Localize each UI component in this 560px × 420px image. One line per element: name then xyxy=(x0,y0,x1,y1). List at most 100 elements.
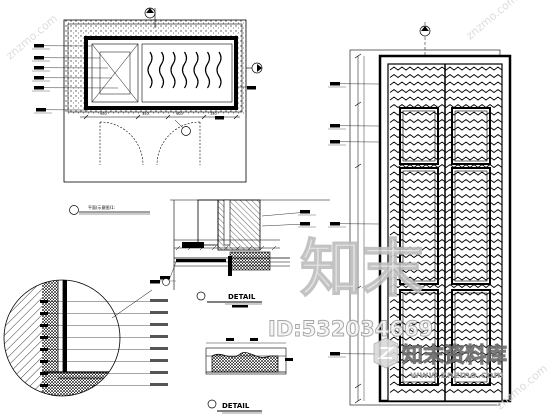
door-panel-inner-1 xyxy=(454,110,488,162)
plan-cabinet xyxy=(84,36,238,110)
grain-line-42 xyxy=(389,381,503,386)
elev-tick-4 xyxy=(354,383,362,389)
dim-1: 900 xyxy=(100,112,107,116)
grain-line-11 xyxy=(389,148,503,154)
watermark-diag-1: znzmo.com xyxy=(4,12,60,62)
wood-grain xyxy=(389,66,503,394)
door-panel-inner-3 xyxy=(454,170,488,282)
grain-line-2 xyxy=(389,81,503,86)
grain-line-35 xyxy=(389,328,503,334)
circ-label-3 xyxy=(150,335,168,338)
sec-tick-0 xyxy=(175,245,181,251)
grain-line-32 xyxy=(389,306,503,311)
sec-tag-2 xyxy=(160,276,170,280)
circle-detail xyxy=(3,278,170,397)
circle-callouts xyxy=(40,299,168,387)
sec-tag-1-leader xyxy=(261,223,311,227)
watermark-brand: 知末资料库 xyxy=(402,343,507,367)
grain-line-24 xyxy=(389,246,503,251)
door-swing-left xyxy=(99,121,144,166)
grain-line-40 xyxy=(389,366,503,371)
door-panel-1 xyxy=(451,107,491,165)
circ-label-7 xyxy=(150,383,168,386)
grain-line-8 xyxy=(389,126,503,131)
grain-line-23 xyxy=(389,238,503,244)
plan-caption-group: 平面(示意图)1: xyxy=(69,204,150,215)
dim-3: 900 xyxy=(176,112,183,116)
grain-line-25 xyxy=(389,253,503,259)
grain-line-39 xyxy=(389,358,503,364)
grain-line-34 xyxy=(389,321,503,326)
grain-line-37 xyxy=(389,343,503,349)
door-panel-2 xyxy=(399,167,439,285)
grain-line-38 xyxy=(389,351,503,356)
circ-marker-6 xyxy=(40,372,48,375)
grain-line-27 xyxy=(389,268,503,274)
grain-line-5 xyxy=(389,103,503,109)
elev-tag-2 xyxy=(330,140,340,144)
sec-tick-6 xyxy=(247,245,253,251)
section-detail: DETAIL xyxy=(158,199,330,308)
plan-hangers xyxy=(147,51,222,89)
sec-tag-0 xyxy=(300,210,310,214)
elev-tag-0 xyxy=(330,82,340,86)
door-elevation xyxy=(328,22,512,406)
grain-line-36 xyxy=(389,336,503,341)
dim-tick-2 xyxy=(165,114,171,120)
brand-logo xyxy=(373,337,399,369)
grain-line-33 xyxy=(389,313,503,319)
circ-marker-2 xyxy=(40,324,48,327)
grain-line-17 xyxy=(389,193,503,199)
plan-tag-5 xyxy=(36,108,46,112)
plan-caption: 平面(示意图)1: xyxy=(88,204,115,210)
plan-callouts xyxy=(32,44,119,114)
circ-marker-0 xyxy=(40,300,48,303)
grain-line-21 xyxy=(389,223,503,229)
grain-line-41 xyxy=(389,373,503,379)
dim-4: 350 xyxy=(210,112,217,116)
circ-marker-5 xyxy=(40,360,48,363)
door-panel-inner-0 xyxy=(402,110,436,162)
plan-tag-1 xyxy=(34,56,44,60)
elev-tick-1 xyxy=(354,101,362,107)
detail-circle xyxy=(3,279,121,397)
sec-tick-7 xyxy=(259,245,265,251)
small-detail: DETAIL xyxy=(205,338,293,414)
dim-2: 350 xyxy=(142,112,149,116)
elev-tick-2 xyxy=(354,163,362,169)
circ-label-5 xyxy=(150,359,168,362)
hanger-1 xyxy=(158,51,165,89)
dim-tick-4 xyxy=(233,114,239,120)
hanger-3 xyxy=(181,51,188,89)
hanger-2 xyxy=(170,51,176,89)
dim-tick-0 xyxy=(83,114,89,120)
circ-label-4 xyxy=(150,347,168,350)
detail-title-2: DETAIL xyxy=(222,402,250,410)
grain-line-19 xyxy=(389,208,503,214)
detail-title-1: DETAIL xyxy=(228,293,256,301)
grain-line-4 xyxy=(389,96,503,101)
circ-marker-3 xyxy=(40,336,48,339)
hanger-5 xyxy=(204,51,211,89)
grain-line-12 xyxy=(389,156,503,161)
grain-line-1 xyxy=(389,73,503,79)
sec-tag-2-leader xyxy=(169,261,177,278)
grain-line-22 xyxy=(389,231,503,236)
circ-marker-4 xyxy=(40,348,48,351)
sec-tick-5 xyxy=(235,245,241,251)
circ-marker-7 xyxy=(40,384,48,387)
dim-tick-1 xyxy=(135,114,141,120)
grain-line-7 xyxy=(389,118,503,124)
section-marker-bottom xyxy=(181,126,191,136)
door-panel-5 xyxy=(451,289,491,386)
dim-tick-3 xyxy=(201,114,207,120)
grain-line-0 xyxy=(389,66,503,71)
door-panel-0 xyxy=(399,107,439,165)
sec-tick-3 xyxy=(211,245,217,251)
watermark-id: ID:532034669 xyxy=(268,317,433,341)
circ-label-1 xyxy=(150,311,168,314)
grain-line-29 xyxy=(389,283,503,289)
circ-label-6 xyxy=(150,371,168,374)
